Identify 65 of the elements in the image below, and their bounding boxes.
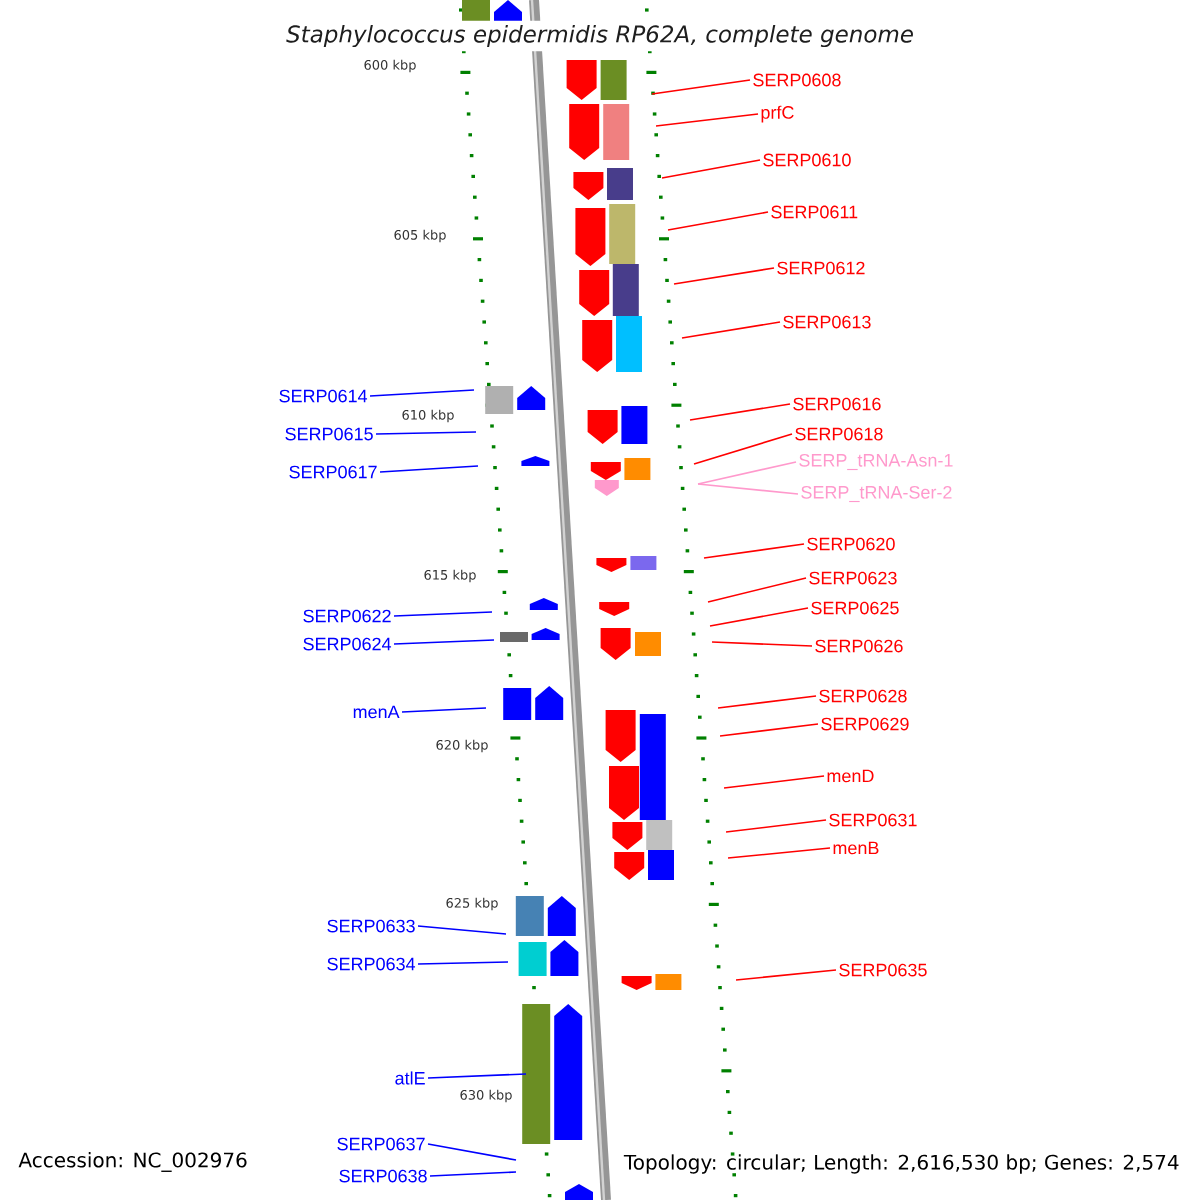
- gene-label: atlE: [395, 1071, 425, 1085]
- gene-label: SERP0618: [795, 427, 883, 441]
- leader-line: [429, 1171, 517, 1177]
- gene-label: SERP0610: [763, 153, 851, 167]
- leader-line: [401, 707, 487, 713]
- gene-label: SERP0622: [303, 609, 391, 623]
- leader-line: [717, 695, 817, 709]
- gene-label: SERP0634: [327, 957, 416, 971]
- leader-line: [393, 639, 495, 645]
- gene-label: SERP0638: [339, 1169, 427, 1183]
- gene-label: SERP0614: [279, 389, 368, 403]
- leader-line: [651, 79, 751, 95]
- gene-label: SERP0628: [819, 689, 907, 703]
- gene-label: SERP0625: [811, 601, 899, 615]
- gene-label: SERP0615: [285, 427, 373, 441]
- leader-line: [369, 389, 475, 397]
- leader-line: [655, 113, 759, 127]
- leader-line: [707, 577, 807, 603]
- leader-line: [727, 847, 831, 859]
- gene-label: menD: [827, 769, 874, 783]
- leader-line: [661, 159, 761, 179]
- leader-line: [703, 543, 805, 559]
- gene-label: SERP0624: [303, 637, 392, 651]
- gene-label: SERP0629: [821, 717, 909, 731]
- leader-line: [697, 483, 799, 495]
- leader-line: [667, 211, 769, 231]
- accession-text: Accession: NC_002976: [18, 1152, 247, 1172]
- leader-line: [379, 465, 479, 473]
- leader-line: [725, 819, 827, 833]
- gene-label: menA: [353, 705, 400, 719]
- genome-info-text: Topology: circular; Length: 2,616,530 bp; Genes: 2,574: [623, 1154, 1179, 1174]
- leader-line: [697, 461, 797, 485]
- gene-label: SERP0637: [337, 1137, 425, 1151]
- leader-line: [693, 433, 793, 465]
- leader-line: [417, 961, 509, 965]
- gene-label: SERP0612: [777, 261, 865, 275]
- gene-label: SERP0633: [327, 919, 415, 933]
- leader-line: [709, 607, 809, 627]
- leader-line: [393, 611, 493, 617]
- leader-line: [427, 1143, 517, 1161]
- gene-label: SERP0626: [815, 639, 903, 653]
- gene-label: SERP_tRNA-Ser-2: [801, 485, 952, 503]
- title: Staphylococcus epidermidis RP62A, complete genome: [282, 20, 918, 52]
- gene-label: menB: [833, 841, 879, 855]
- leader-line: [735, 969, 837, 981]
- leader-line: [723, 775, 825, 789]
- leader-line: [689, 403, 791, 421]
- gene-label: SERP0613: [783, 315, 871, 329]
- gene-label: SERP0631: [829, 813, 917, 827]
- leader-line: [417, 925, 507, 935]
- leader-line: [711, 641, 813, 647]
- gene-label: SERP_tRNA-Asn-1: [799, 453, 953, 471]
- gene-label: SERP0617: [289, 465, 377, 479]
- gene-label: SERP0608: [753, 73, 841, 87]
- gene-label: prfC: [761, 105, 794, 123]
- gene-label: SERP0620: [807, 537, 895, 551]
- leader-line: [719, 723, 819, 737]
- gene-label: SERP0635: [839, 963, 927, 977]
- leader-line: [375, 431, 477, 435]
- gene-label: SERP0623: [809, 571, 897, 585]
- gene-label: SERP0611: [771, 205, 858, 219]
- leader-line: [681, 321, 781, 339]
- gene-label: SERP0616: [793, 397, 881, 411]
- leader-line: [673, 267, 775, 285]
- leader-line: [427, 1073, 527, 1079]
